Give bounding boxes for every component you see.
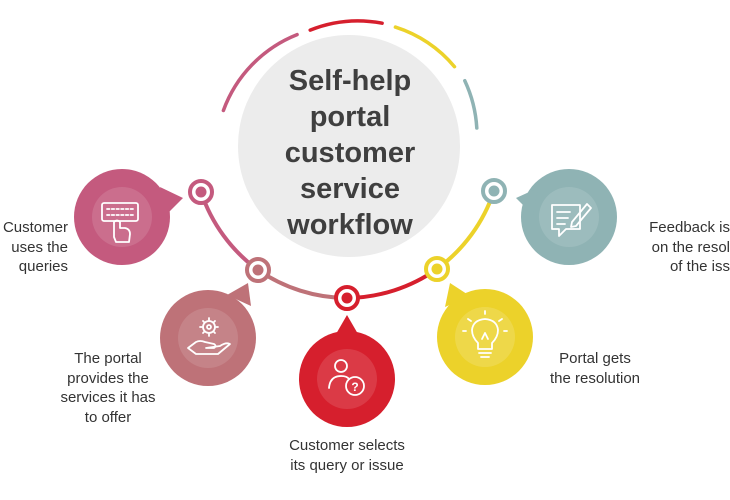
step-2-line-3: services it has [60, 389, 156, 406]
outer-arc-teal [463, 78, 479, 130]
step-4-line-2: the resolution [549, 369, 641, 387]
title-line-3: customer [284, 137, 416, 169]
bottom-arc-mauve [256, 268, 349, 300]
step-4-bubble [437, 283, 533, 385]
step-2-line-1: The portal [74, 350, 142, 367]
bottom-arc-red [345, 267, 439, 300]
step-1-line-1: Customer [2, 219, 68, 236]
outer-arc [221, 19, 479, 130]
title-line-1: Self-help [288, 65, 412, 97]
step-2-bubble [160, 283, 256, 386]
step-4-line-1: Portal gets [559, 350, 631, 367]
step-3-label: Customer selects its query or issue [257, 436, 437, 475]
step-5-label: Feedback is on the resol of the iss [628, 218, 730, 277]
title-line-4: service [300, 173, 400, 205]
step-5-line-1: Feedback is [649, 219, 730, 236]
step-1-bubble [74, 169, 183, 265]
svg-text:?: ? [351, 380, 358, 394]
arc-node-5 [481, 178, 507, 204]
arc-node-3 [334, 285, 360, 311]
step-2-label: The portal provides the services it has … [43, 349, 173, 427]
outer-arc-red [308, 19, 384, 32]
step-3-bubble: ? [299, 315, 395, 427]
step-3-line-1: Customer selects [289, 437, 405, 454]
gear-hand-icon [187, 317, 231, 355]
title-line-2: portal [309, 101, 391, 133]
step-2-line-2: provides the [67, 369, 149, 387]
step-3-line-2: its query or issue [290, 456, 404, 474]
outer-arc-yellow [393, 25, 457, 69]
step-1-line-2: uses the [11, 238, 68, 256]
arc-node-4 [424, 256, 450, 282]
arc-node-2 [245, 257, 271, 283]
step-5-bubble [516, 169, 617, 265]
diagram-title: Self-help portal customer service workfl… [248, 63, 452, 243]
step-4-label: Portal gets the resolution [520, 349, 670, 388]
user-question-icon: ? [328, 359, 365, 396]
arc-nodes [188, 178, 507, 311]
outer-arc-rose [221, 32, 299, 113]
lightbulb-icon [462, 310, 508, 358]
step-5-line-2: on the resol [651, 238, 730, 256]
feedback-edit-icon [551, 203, 592, 237]
step-1-label: Customer uses the queries [0, 218, 68, 277]
step-5-line-3: of the iss [669, 258, 730, 275]
step-2-line-4: to offer [84, 408, 132, 426]
step-1-line-3: queries [18, 258, 68, 275]
keyboard-hand-icon [101, 202, 139, 243]
center-disc [238, 35, 460, 257]
title-line-5: workflow [287, 209, 413, 241]
arc-node-1 [188, 179, 214, 205]
